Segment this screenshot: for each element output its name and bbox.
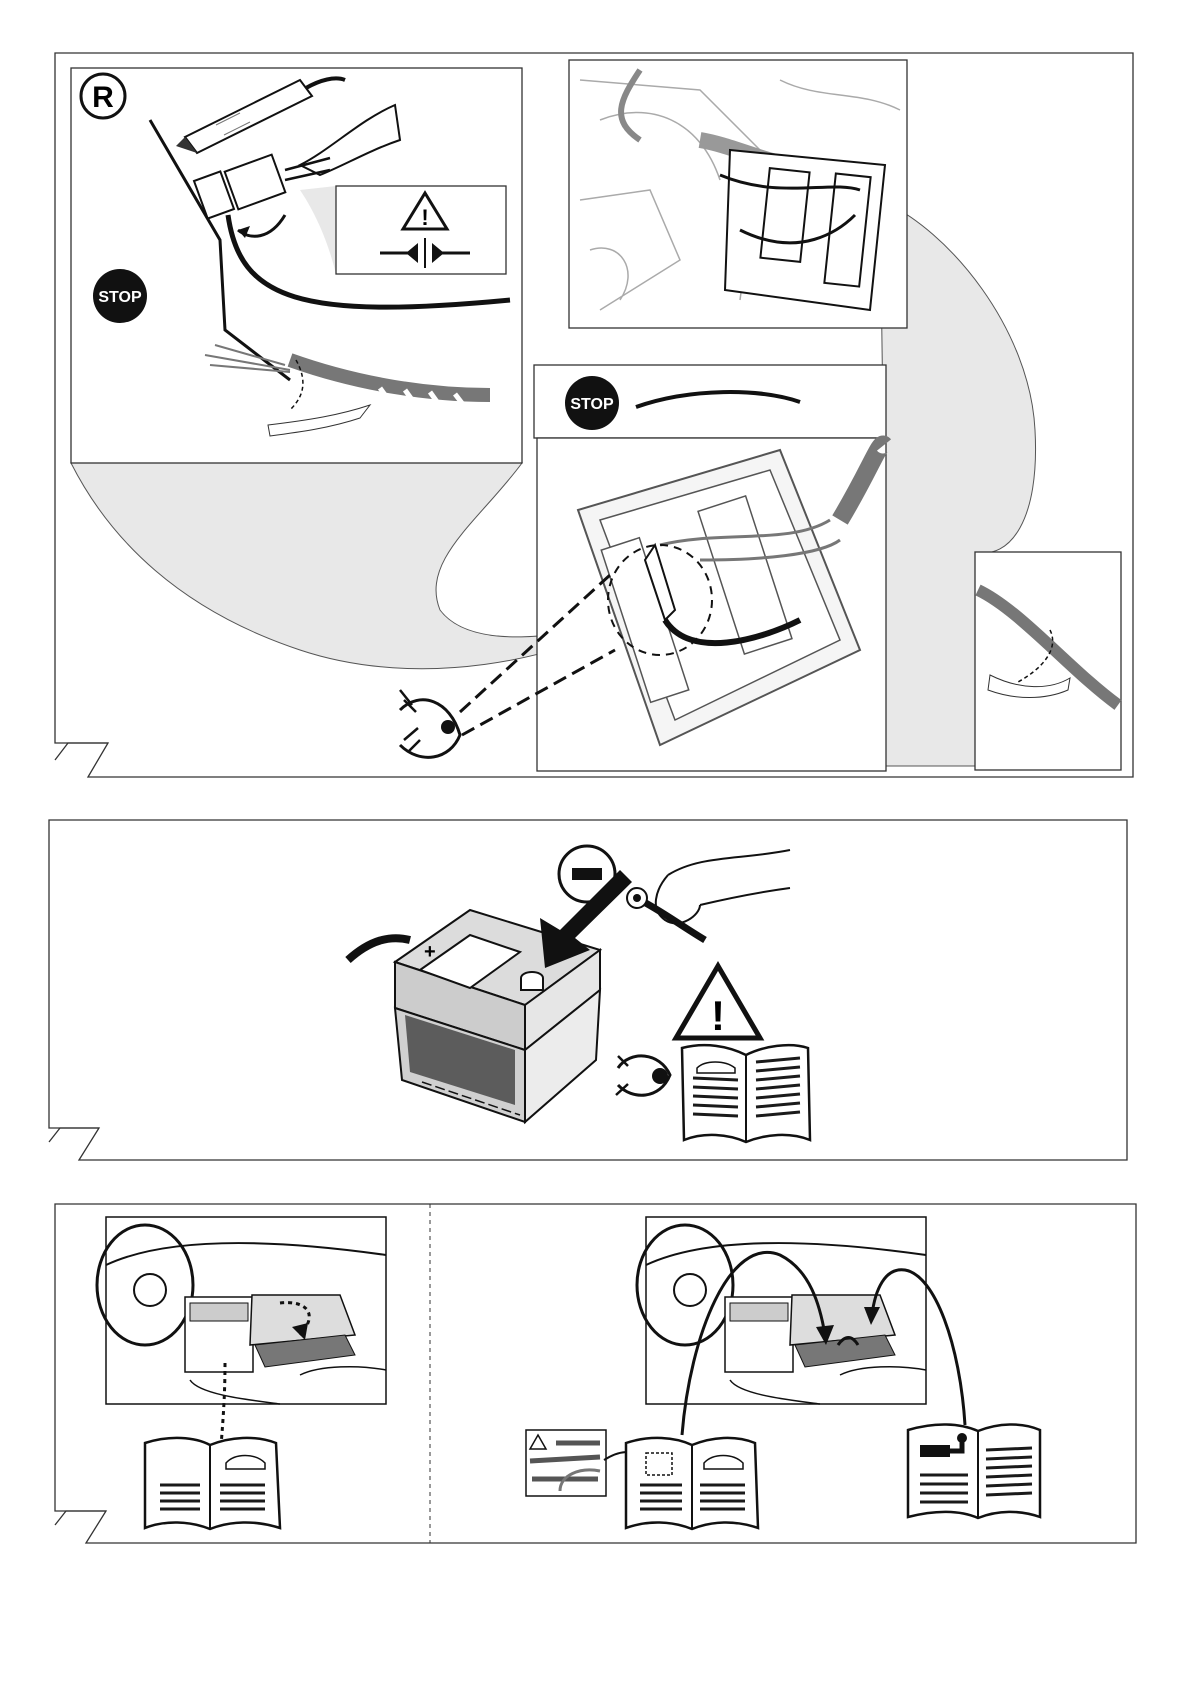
registered-badge-icon: R [81,74,125,118]
dashboard-glovebox-icon [637,1217,926,1404]
svg-text:+: + [424,941,436,963]
svg-text:STOP: STOP [570,396,614,413]
inset-tape-wrap [975,552,1121,770]
panel-wiring-connection: R STOP ! [0,0,1191,800]
stop-badge-2: STOP [565,376,619,430]
panel-battery-disconnect: + ! [0,810,1191,1170]
dashboard-glovebox-icon [97,1217,386,1404]
svg-text:STOP: STOP [98,289,142,306]
owner-manual-icon [626,1438,758,1529]
towbar-manual-icon [908,1424,1040,1518]
eye-icon [616,1056,670,1095]
fuse-box [720,150,885,310]
owner-manual-icon [145,1438,280,1529]
hand-with-cable [627,850,790,940]
svg-text:!: ! [421,205,428,230]
stop-badge-1: STOP [93,269,147,323]
svg-text:!: ! [711,992,725,1039]
panel-glovebox-manual [0,1195,1191,1555]
warning-triangle-icon: ! [676,966,760,1039]
svg-text:R: R [92,81,114,114]
owner-manual-icon [682,1045,810,1142]
battery-icon: + [348,870,632,1122]
